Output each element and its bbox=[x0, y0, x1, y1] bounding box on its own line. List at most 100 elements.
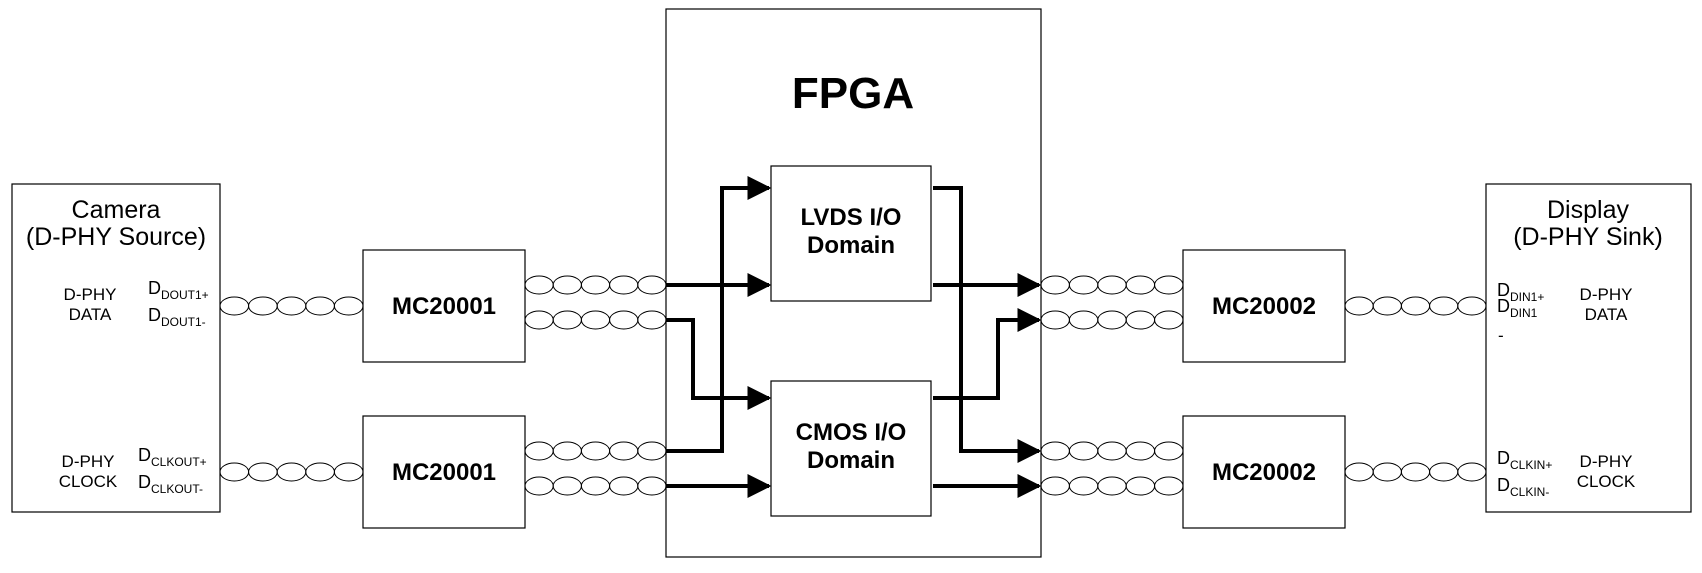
cmos-io-domain-label-line1: CMOS I/O bbox=[796, 419, 907, 446]
cable-twist-segment bbox=[1040, 476, 1070, 496]
cable-twist-segment bbox=[1344, 296, 1374, 316]
cable-twist-segment bbox=[552, 275, 582, 295]
camera-clock-label-line2: CLOCK bbox=[59, 472, 118, 491]
cable-twist-segment bbox=[1429, 296, 1459, 316]
pin-dout1-minus: DDOUT1- bbox=[148, 305, 206, 329]
cable-twist-segment bbox=[1068, 310, 1099, 330]
pin-clkout-minus: DCLKOUT- bbox=[138, 472, 203, 496]
cable-twist-segment bbox=[580, 476, 611, 496]
cable-twist-segment bbox=[1457, 296, 1487, 316]
cable-twist-segment bbox=[1372, 296, 1402, 316]
cable-twist-segment bbox=[1429, 462, 1459, 482]
pin-din1-plus: DDIN1+ bbox=[1497, 280, 1544, 304]
lvds-io-domain-label-line2: Domain bbox=[807, 232, 895, 259]
display-block bbox=[1485, 183, 1692, 513]
display-title: Display bbox=[1547, 196, 1629, 224]
lvds-io-domain-block bbox=[770, 165, 932, 302]
wire-lvds-to-des-bottom bbox=[933, 186, 1042, 463]
cable-display-data-pair bbox=[1344, 296, 1487, 316]
cable-twist-segment bbox=[1125, 476, 1156, 496]
camera-clock-label-line1: D-PHY bbox=[62, 452, 115, 471]
cable-twist-segment bbox=[1125, 310, 1156, 330]
cable-twist-segment bbox=[248, 462, 278, 482]
cable-twist-segment bbox=[580, 310, 611, 330]
cable-twist-segment bbox=[305, 462, 335, 482]
serializer-bottom-block bbox=[362, 415, 526, 529]
cable-twist-segment bbox=[609, 476, 639, 496]
cmos-io-domain-label-line2: Domain bbox=[807, 447, 895, 474]
cable-twist-segment bbox=[552, 441, 582, 461]
camera-subtitle: (D-PHY Source) bbox=[26, 223, 206, 251]
cable-twist-segment bbox=[1097, 441, 1127, 461]
deserializer-top-label: MC20002 bbox=[1212, 293, 1316, 320]
cable-ser-bottom-pair-2 bbox=[524, 476, 667, 496]
cable-twist-segment bbox=[305, 296, 335, 316]
cable-twist-segment bbox=[219, 296, 250, 316]
camera-data-label-line1: D-PHY bbox=[64, 285, 117, 304]
cable-des-top-pair-1 bbox=[1040, 275, 1184, 295]
cable-twist-segment bbox=[1154, 310, 1184, 330]
cable-twist-segment bbox=[609, 310, 639, 330]
pin-clkout-plus: DCLKOUT+ bbox=[138, 445, 207, 469]
cable-twist-segment bbox=[1344, 462, 1374, 482]
pin-clkin-minus: DCLKIN- bbox=[1497, 475, 1549, 499]
pin-clkin-plus: DCLKIN+ bbox=[1497, 448, 1552, 472]
cable-twist-segment bbox=[248, 296, 278, 316]
deserializer-bottom-block bbox=[1182, 415, 1346, 529]
cable-camera-clock-pair bbox=[219, 462, 364, 482]
cable-twist-segment bbox=[1097, 476, 1127, 496]
cmos-io-domain-block bbox=[770, 380, 932, 517]
cable-twist-segment bbox=[333, 462, 364, 482]
camera-title: Camera bbox=[72, 196, 161, 224]
cable-ser-top-pair-1 bbox=[524, 275, 667, 295]
cable-camera-data-pair bbox=[219, 296, 364, 316]
cable-twist-segment bbox=[524, 310, 554, 330]
cable-twist-segment bbox=[1097, 310, 1127, 330]
cable-ser-top-pair-2 bbox=[524, 310, 667, 330]
cable-twist-segment bbox=[1040, 441, 1070, 461]
wire-ser-top-to-cmos bbox=[666, 318, 772, 410]
cable-des-top-pair-2 bbox=[1040, 310, 1184, 330]
cable-twist-segment bbox=[1068, 476, 1099, 496]
cable-twist-segment bbox=[1068, 275, 1099, 295]
fpga-signal-wires bbox=[666, 176, 1042, 498]
cable-ser-bottom-pair-1 bbox=[524, 441, 667, 461]
fpga-title: FPGA bbox=[792, 69, 914, 118]
cable-twist-segment bbox=[524, 441, 554, 461]
cable-twist-segment bbox=[524, 476, 554, 496]
display-clock-label-line2: CLOCK bbox=[1577, 472, 1636, 491]
cable-des-bottom-pair-2 bbox=[1040, 476, 1184, 496]
cable-twist-segment bbox=[1372, 462, 1402, 482]
cable-twist-segment bbox=[637, 441, 667, 461]
cable-twist-segment bbox=[1400, 296, 1431, 316]
pin-din1-dash: - bbox=[1498, 326, 1504, 345]
pin-dout1-plus: DDOUT1+ bbox=[148, 278, 209, 302]
display-clock-label-line1: D-PHY bbox=[1580, 452, 1633, 471]
cable-twist-segment bbox=[552, 310, 582, 330]
display-data-label-line1: D-PHY bbox=[1580, 285, 1633, 304]
cable-twist-segment bbox=[1457, 462, 1487, 482]
cable-twist-segment bbox=[637, 275, 667, 295]
serializer-bottom-label: MC20001 bbox=[392, 459, 496, 486]
cable-twist-segment bbox=[1040, 275, 1070, 295]
cable-twist-segment bbox=[1125, 275, 1156, 295]
display-subtitle: (D-PHY Sink) bbox=[1513, 223, 1663, 251]
lvds-io-domain-label-line1: LVDS I/O bbox=[801, 204, 902, 231]
cable-twist-segment bbox=[1154, 275, 1184, 295]
cable-twist-segment bbox=[1125, 441, 1156, 461]
cable-twist-segment bbox=[637, 310, 667, 330]
cable-twist-segment bbox=[276, 462, 307, 482]
cable-twist-segment bbox=[1154, 441, 1184, 461]
cable-twist-segment bbox=[1097, 275, 1127, 295]
display-data-label-line2: DATA bbox=[1585, 305, 1628, 324]
camera-block bbox=[11, 183, 221, 513]
cable-twist-segment bbox=[1040, 310, 1070, 330]
deserializer-top-block bbox=[1182, 249, 1346, 363]
cable-twist-segment bbox=[552, 476, 582, 496]
serializer-top-block bbox=[362, 249, 526, 363]
cable-twist-segment bbox=[609, 441, 639, 461]
cable-twist-segment bbox=[609, 275, 639, 295]
wire-cmos-to-des-top bbox=[933, 308, 1042, 400]
cable-des-bottom-pair-1 bbox=[1040, 441, 1184, 461]
